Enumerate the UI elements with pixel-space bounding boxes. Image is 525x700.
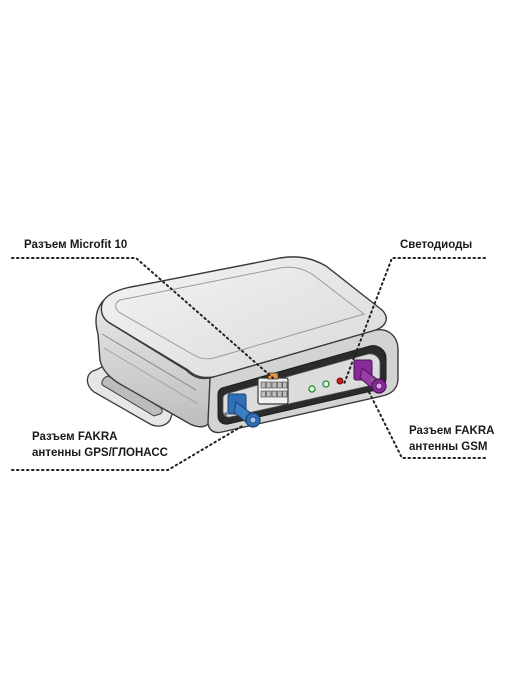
device-body (95, 256, 399, 434)
fakra-gps-connector (227, 393, 261, 428)
label-leds: Светодиоды (400, 239, 473, 251)
label-fakra-gsm-line2: антенны GSM (409, 441, 488, 453)
led-green-2 (322, 380, 330, 388)
label-fakra-gps-line1: Разъем FAKRA (32, 431, 118, 443)
screw-right (370, 378, 374, 382)
label-fakra-gps-line2: антенны GPS/ГЛОНАСС (32, 447, 168, 459)
microfit-connector (257, 372, 289, 405)
screw-left (224, 412, 228, 416)
label-fakra-gsm-line1: Разъем FAKRA (409, 425, 495, 437)
label-microfit: Разъем Microfit 10 (24, 239, 128, 251)
leader-leds (343, 257, 486, 385)
led-red (336, 377, 344, 385)
led-indicators (308, 377, 344, 393)
leader-lines (11, 257, 486, 471)
led-green-1 (308, 385, 316, 393)
leader-microfit (11, 257, 274, 379)
leader-gps (11, 424, 245, 471)
